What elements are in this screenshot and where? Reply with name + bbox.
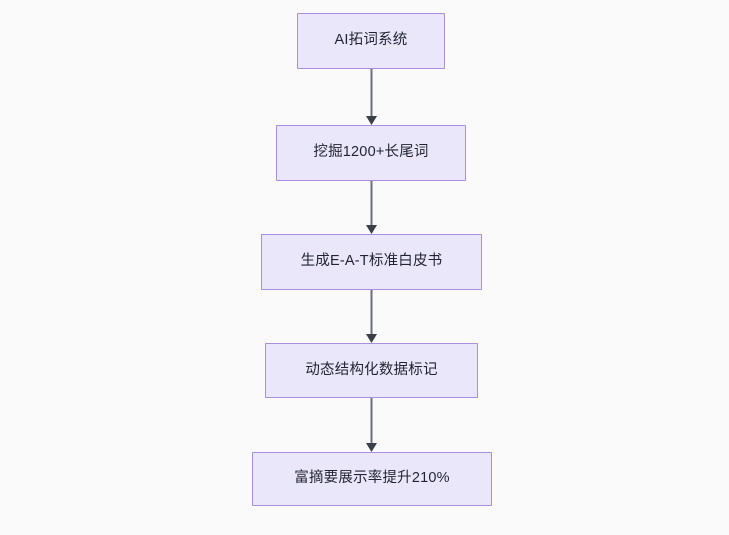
- flow-node-n2[interactable]: 挖掘1200+长尾词: [276, 125, 466, 181]
- edge-n4-to-n5: [365, 398, 377, 452]
- flow-node-label: 动态结构化数据标记: [305, 361, 438, 378]
- flow-node-label: 富摘要展示率提升210%: [294, 470, 450, 487]
- flow-node-label: 生成E-A-T标准白皮书: [300, 253, 443, 270]
- flow-node-n4[interactable]: 动态结构化数据标记: [265, 343, 478, 398]
- edge-arrowhead: [365, 116, 377, 125]
- flow-node-n3[interactable]: 生成E-A-T标准白皮书: [261, 234, 482, 290]
- edge-n3-to-n4: [365, 290, 377, 343]
- flow-node-label: 挖掘1200+长尾词: [313, 144, 429, 161]
- edge-arrowhead: [365, 443, 377, 452]
- edge-arrowhead: [365, 225, 377, 234]
- flow-node-n1[interactable]: AI拓词系统: [297, 13, 445, 69]
- edge-n1-to-n2: [365, 69, 377, 125]
- edge-n2-to-n3: [365, 181, 377, 234]
- edge-arrowhead: [365, 334, 377, 343]
- flow-node-n5[interactable]: 富摘要展示率提升210%: [252, 452, 492, 506]
- flow-node-label: AI拓词系统: [334, 32, 408, 49]
